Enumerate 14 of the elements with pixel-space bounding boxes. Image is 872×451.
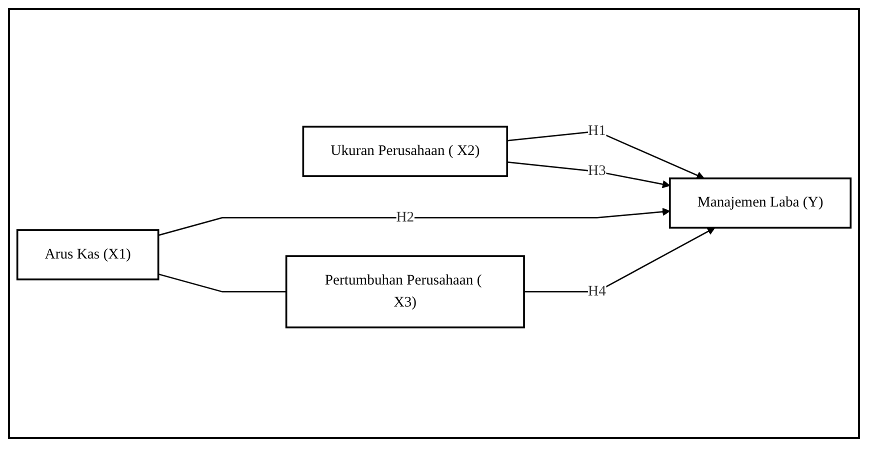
edge-label: H4	[588, 283, 606, 299]
connector	[158, 273, 286, 292]
arrow	[158, 207, 670, 236]
node-box	[668, 177, 852, 228]
node-box	[285, 254, 525, 328]
edge-label: H1	[588, 122, 606, 138]
edge-label: H2	[396, 209, 414, 225]
arrow	[507, 130, 704, 179]
node-box	[16, 228, 160, 280]
node-box	[302, 125, 508, 177]
diagram-frame: H1 H2 H3 H4 Arus Kas (X1) Ukuran Perusahaan ( X2) Pertumbuhan Perusahaan ( X3) Manajemen Laba (Y)	[8, 8, 860, 439]
edge-label: H3	[588, 162, 606, 178]
arrow	[524, 227, 716, 292]
arrow	[507, 161, 670, 188]
